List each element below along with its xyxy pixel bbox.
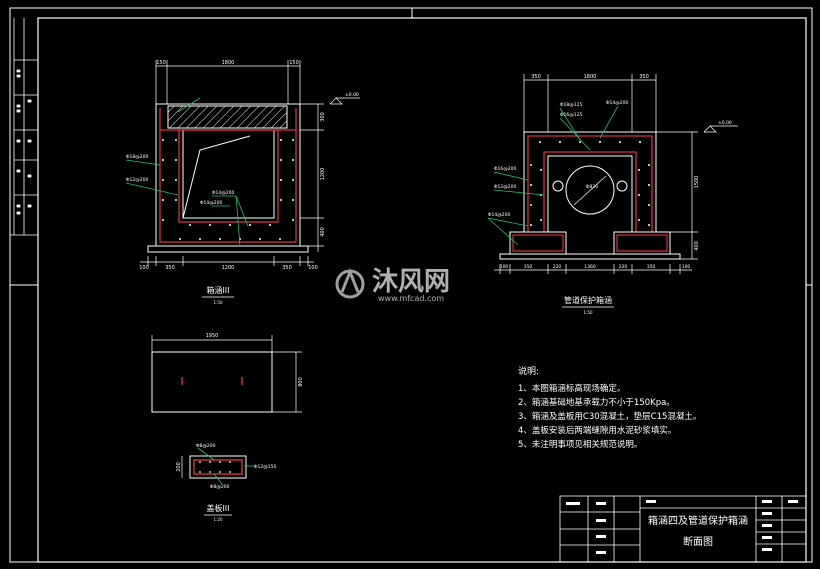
pipe-dim-top-mid: 1800 [584, 74, 597, 80]
pipe-dim-top-left: 350 [531, 74, 541, 80]
plate-section-rebar-side: Φ12@150 [254, 464, 276, 470]
cover-plate-plan: 1950 800 [151, 333, 304, 413]
title-block [559, 495, 807, 563]
notes-item-1: 1、本图箱涵标高现场确定。 [518, 383, 625, 394]
box-dim-bottom-1: 350 [165, 265, 175, 271]
box-culvert-right-dims [300, 103, 324, 252]
box-rebar-4: Φ14@200 [200, 200, 222, 206]
box-dim-bottom-2: 1200 [222, 265, 235, 271]
box-rebar-1: Φ18@200 [126, 154, 148, 160]
pipe-protection-section: 350 1800 350 Φ820 [487, 74, 738, 315]
plate-section-scale: 1:20 [214, 517, 223, 522]
title-block-cell-marks [566, 500, 798, 554]
box-dim-top-right: 150 [289, 60, 299, 66]
box-elevation-marker [329, 97, 360, 105]
box-culvert-rebar [159, 108, 297, 243]
drawing-frame [9, 7, 813, 563]
box-culvert-section: 150 1800 150 [125, 60, 360, 305]
plate-dim-height: 800 [298, 377, 304, 387]
pipe-rebar-a: Φ18@125 [560, 102, 582, 108]
box-dim-right-bot: 400 [320, 227, 326, 237]
notes-item-2: 2、箱涵基础地基承载力不小于150Kpa。 [518, 397, 675, 408]
box-culvert-scale: 1:50 [214, 300, 223, 305]
box-elev-mark: ±0.00 [345, 92, 359, 98]
box-dim-bottom-0: 100 [139, 265, 149, 271]
pipe-dim-right-bot: 400 [694, 241, 700, 251]
box-rebar-3: Φ14@200 [212, 190, 234, 196]
pipe-ground-line [499, 253, 681, 260]
pipe-circle [565, 165, 615, 215]
pipe-dim-bottom-2: 220 [553, 264, 562, 270]
box-culvert-rebar-dots [162, 139, 294, 240]
pipe-rebar-e: Φ12@200 [494, 184, 516, 190]
box-rebar-2: Φ12@200 [126, 177, 148, 183]
pipe-rebar-f: Φ14@200 [488, 212, 510, 218]
cover-plate-section-rebar [193, 459, 243, 475]
pipe-bottom-dims [494, 264, 692, 274]
pipe-dim-bottom-1: 350 [524, 264, 533, 270]
box-culvert-label: 箱涵III [206, 285, 229, 295]
box-culvert-leaders [125, 97, 249, 247]
pipe-rebar-b: Φ16@125 [560, 112, 582, 118]
pipe-protection-rebar [527, 135, 653, 232]
box-dim-bottom-4: 100 [308, 265, 318, 271]
watermark-brand: 沐风网 [372, 267, 450, 297]
pipe-small-circle-left [552, 180, 564, 192]
pipe-dim-bottom-6: 100 [682, 264, 691, 270]
title-line-2: 断面图 [683, 535, 713, 548]
pipe-right-dims [656, 131, 698, 260]
notes-item-3: 3、箱涵及盖板用C30混凝土，垫层C15混凝土。 [518, 411, 701, 422]
title-line-1: 箱涵四及管道保护箱涵 [648, 514, 748, 527]
notes-item-4: 4、盖板安装后两端缝隙用水泥砂浆填实。 [518, 425, 676, 436]
watermark: 沐风网 www.mfcad.com [335, 267, 450, 303]
pipe-rebar-d: Φ16@200 [494, 166, 516, 172]
box-dim-top-mid: 1800 [222, 60, 235, 66]
pipe-dim-top-right: 350 [639, 74, 649, 80]
plate-section-label: 盖板III [206, 503, 229, 513]
pipe-dim-bottom-3: 1360 [584, 264, 596, 270]
box-dim-right-top: 300 [320, 112, 326, 122]
cover-plate-section-outline [189, 455, 247, 479]
cover-plate-outline [151, 351, 273, 413]
box-culvert-cushion [147, 245, 309, 253]
pipe-elevation-marker [703, 125, 738, 133]
left-signoff-strip [10, 18, 38, 236]
watermark-url: www.mfcad.com [378, 294, 444, 303]
box-dim-bottom-3: 350 [282, 265, 292, 271]
box-culvert-flow-line [182, 135, 251, 219]
pipe-small-circle-right [616, 180, 628, 192]
pipe-elev-mark: ±0.00 [718, 120, 732, 126]
pipe-top-dims [523, 74, 657, 132]
pipe-dim-bottom-0: 100 [500, 264, 509, 270]
pipe-protection-scale: 1:50 [584, 310, 593, 315]
pipe-rebar-c: Φ14@200 [606, 100, 628, 106]
plate-section-dim-height: 200 [176, 462, 182, 472]
box-dim-top-left: 150 [156, 60, 166, 66]
box-culvert-bottom-dims [140, 256, 314, 266]
plate-section-rebar-top: Φ8@200 [196, 443, 216, 449]
pipe-dia: Φ820 [586, 184, 598, 190]
pipe-protection-label: 管道保护箱涵 [564, 295, 612, 305]
pipe-dim-bottom-5: 350 [647, 264, 656, 270]
pipe-dim-bottom-4: 220 [619, 264, 628, 270]
box-culvert-cover-plate [167, 105, 288, 129]
plate-dim-width: 1950 [206, 333, 219, 339]
pipe-leaders [487, 105, 619, 246]
cover-plate-section: Φ8@200 Φ12@150 Φ8@200 200 盖板III 1:20 [176, 443, 276, 522]
notes: 说明: 1、本图箱涵标高现场确定。 2、箱涵基础地基承载力不小于150Kpa。 … [518, 365, 701, 450]
pipe-dim-right-mid: 1500 [694, 176, 700, 189]
notes-item-5: 5、未注明事项见相关规范说明。 [518, 439, 642, 450]
box-culvert-top-dims [155, 60, 301, 104]
notes-heading: 说明: [518, 365, 539, 377]
plate-section-rebar-bot: Φ8@200 [210, 484, 230, 490]
box-dim-right-mid: 1200 [320, 168, 326, 181]
pipe-footing-rebar [512, 234, 668, 252]
